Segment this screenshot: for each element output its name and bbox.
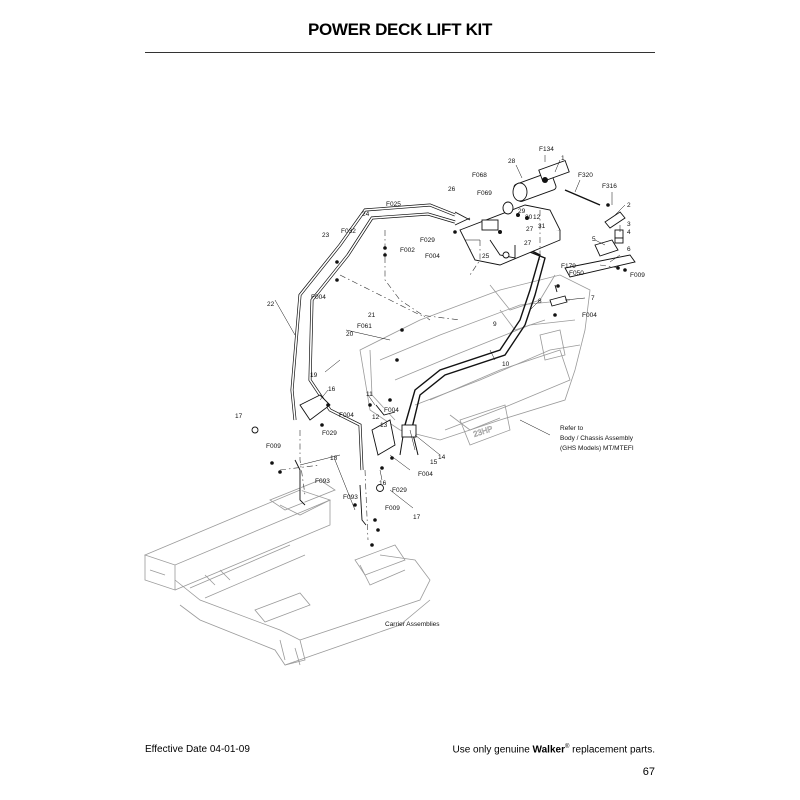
callout-F002: F002 bbox=[400, 247, 415, 254]
diagram-notes: Refer to Body / Chassis Assembly (GHS Mo… bbox=[385, 425, 634, 628]
callout-16a: 16 bbox=[328, 386, 336, 393]
callout-4: 4 bbox=[627, 229, 631, 236]
fastener-markers bbox=[270, 177, 627, 547]
callout-1: 1 bbox=[561, 155, 565, 162]
refer-note-line-3: (GHS Models) MT/MTEFI bbox=[560, 445, 634, 452]
notice-prefix: Use only genuine bbox=[452, 744, 530, 756]
registered-mark: ® bbox=[564, 744, 570, 750]
callout-F032: F032 bbox=[341, 228, 356, 235]
refer-note-line-2: Body / Chassis Assembly bbox=[560, 435, 634, 442]
callout-10: 10 bbox=[502, 361, 510, 368]
callout-F009: F009 bbox=[630, 272, 645, 279]
callout-F029-c: F029 bbox=[392, 487, 407, 494]
effective-date: Effective Date 04-01-09 bbox=[145, 744, 250, 755]
assembly-centerlines bbox=[279, 210, 621, 541]
callout-F134: F134 bbox=[539, 146, 554, 153]
refer-note-line-1: Refer to bbox=[560, 425, 584, 432]
callout-12b: 12 bbox=[372, 414, 380, 421]
callout-F068: F068 bbox=[472, 172, 487, 179]
callout-15: 15 bbox=[430, 459, 438, 466]
callout-F061: F061 bbox=[357, 323, 372, 330]
callout-F004-f: F004 bbox=[418, 471, 433, 478]
callout-F069: F069 bbox=[477, 190, 492, 197]
callout-F004-b: F004 bbox=[311, 294, 326, 301]
title-rule bbox=[145, 52, 655, 53]
callout-9: 9 bbox=[493, 321, 497, 328]
callout-27b: 27 bbox=[524, 240, 532, 247]
callout-22: 22 bbox=[267, 301, 275, 308]
callout-F004-e: F004 bbox=[339, 412, 354, 419]
callout-leaders bbox=[274, 155, 626, 511]
callout-F029-b: F029 bbox=[322, 430, 337, 437]
callout-17b: 17 bbox=[413, 514, 421, 521]
callout-F093-a: F093 bbox=[315, 478, 330, 485]
callout-F050: F050 bbox=[569, 270, 584, 277]
callout-F179: F179 bbox=[561, 263, 576, 270]
callout-31: 31 bbox=[538, 223, 546, 230]
callout-13: 13 bbox=[380, 422, 388, 429]
engine-hp-text: 23HP bbox=[472, 424, 494, 439]
callout-23: 23 bbox=[322, 232, 330, 239]
callout-27a: 27 bbox=[526, 226, 534, 233]
page-title: POWER DECK LIFT KIT bbox=[307, 20, 493, 39]
callout-F004: F004 bbox=[425, 253, 440, 260]
genuine-parts-notice: Use only genuine Walker® replacement par… bbox=[452, 744, 655, 755]
carrier-assemblies-note: Carrier Assemblies bbox=[385, 621, 440, 628]
callout-11: 11 bbox=[366, 391, 373, 398]
callout-8: 8 bbox=[538, 298, 542, 305]
callout-2: 2 bbox=[627, 202, 631, 209]
callout-14: 14 bbox=[438, 454, 446, 461]
callout-F320: F320 bbox=[578, 172, 593, 179]
callout-29: 29 bbox=[518, 208, 526, 215]
chassis-body-outline bbox=[359, 274, 591, 441]
brand-name: Walker bbox=[532, 744, 565, 756]
callout-25: 25 bbox=[482, 253, 490, 260]
callout-labels: F134 28 1 F320 F068 26 F069 F316 2 29 30… bbox=[235, 146, 645, 521]
callout-6: 6 bbox=[627, 246, 631, 253]
carrier-frame bbox=[143, 479, 431, 666]
callout-F316: F316 bbox=[602, 183, 617, 190]
callout-F093-b: F093 bbox=[343, 494, 358, 501]
callout-21: 21 bbox=[368, 312, 376, 319]
callout-24: 24 bbox=[362, 211, 370, 218]
callout-16b: 16 bbox=[379, 480, 387, 487]
page-number: 67 bbox=[642, 766, 655, 778]
callout-3: 3 bbox=[627, 221, 631, 228]
callout-F009-b: F009 bbox=[266, 443, 281, 450]
callout-F025: F025 bbox=[386, 201, 401, 208]
callout-19: 19 bbox=[310, 372, 318, 379]
callout-12: 12 bbox=[533, 214, 541, 221]
callout-18: 18 bbox=[330, 455, 338, 462]
callout-F004-c: F004 bbox=[582, 312, 597, 319]
callout-30: 30 bbox=[525, 214, 533, 221]
callout-7: 7 bbox=[591, 295, 595, 302]
lift-arm-parts bbox=[251, 211, 636, 526]
callout-F004-d: F004 bbox=[384, 407, 399, 414]
callout-26: 26 bbox=[448, 186, 456, 193]
callout-F029: F029 bbox=[420, 237, 435, 244]
callout-5: 5 bbox=[592, 236, 596, 243]
callout-17a: 17 bbox=[235, 413, 243, 420]
callout-20: 20 bbox=[346, 331, 354, 338]
notice-suffix: replacement parts. bbox=[572, 744, 655, 756]
callout-28: 28 bbox=[508, 158, 516, 165]
callout-F009-c: F009 bbox=[385, 505, 400, 512]
